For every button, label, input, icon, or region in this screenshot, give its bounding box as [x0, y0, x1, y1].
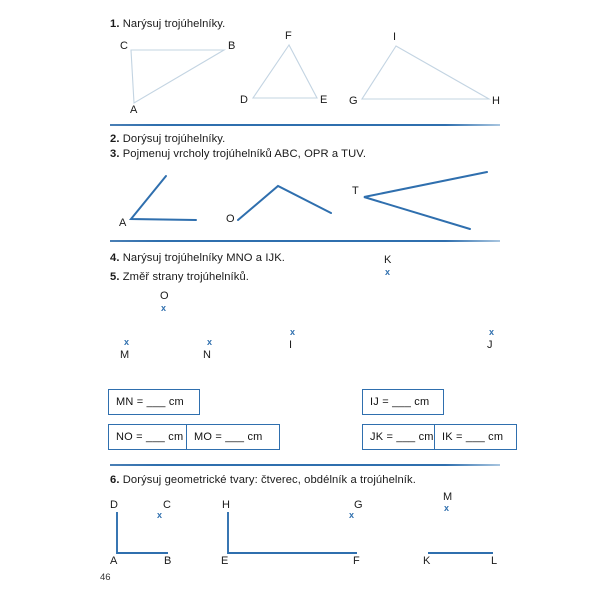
section-divider-3	[110, 464, 500, 466]
instruction-2-number: 2.	[110, 133, 120, 145]
vertex-label-h-1: H	[492, 95, 500, 107]
vertex-label-e-1: E	[320, 94, 328, 106]
point-marker-m: x	[124, 337, 130, 347]
instruction-6-number: 6.	[110, 474, 120, 486]
instruction-3: 3. Pojmenuj vrcholy trojúhelníků ABC, OP…	[110, 148, 366, 160]
vertex-label-a-3: A	[119, 217, 127, 229]
vertex-label-d-6: D	[110, 499, 118, 511]
vertex-label-i-1: I	[393, 31, 397, 43]
point-label-n: N	[203, 349, 211, 361]
instruction-1-number: 1.	[110, 18, 120, 30]
point-label-k: K	[384, 254, 392, 266]
instruction-2-text: Dorýsuj trojúhelníky.	[122, 133, 226, 145]
vertex-label-t-3: T	[352, 185, 359, 197]
vertex-label-a-6: A	[110, 555, 118, 567]
instruction-2: 2. Dorýsuj trojúhelníky.	[110, 133, 225, 145]
point-marker-k: x	[385, 267, 391, 277]
vertex-label-f-1: F	[285, 30, 292, 42]
vertex-label-d-1: D	[240, 94, 248, 106]
instruction-4-number: 4.	[110, 252, 120, 264]
vertex-label-c-6: C	[163, 499, 171, 511]
instruction-1-text: Narýsuj trojúhelníky.	[122, 18, 226, 30]
measure-box-mo[interactable]: MO = ___ cm	[186, 424, 280, 450]
point-marker-j: x	[489, 327, 495, 337]
instruction-5: 5. Změř strany trojúhelníků.	[110, 271, 249, 283]
point-marker-i: x	[290, 327, 296, 337]
vertex-label-b-6: B	[164, 555, 172, 567]
measure-box-no[interactable]: NO = ___ cm	[108, 424, 200, 450]
vertex-label-c-1: C	[120, 40, 128, 52]
point-label-m: M	[120, 349, 130, 361]
instruction-5-text: Změř strany trojúhelníků.	[122, 271, 249, 283]
instruction-1: 1. Narýsuj trojúhelníky.	[110, 18, 225, 30]
point-marker-o: x	[161, 303, 167, 313]
vertex-label-f-6: F	[353, 555, 360, 567]
vertex-label-k-6: K	[423, 555, 431, 567]
page-number: 46	[100, 572, 111, 583]
measure-box-jk[interactable]: JK = ___ cm	[362, 424, 445, 450]
section-divider-1	[110, 124, 500, 126]
measure-box-mn[interactable]: MN = ___ cm	[108, 389, 200, 415]
instruction-5-number: 5.	[110, 271, 120, 283]
point-marker-m-6: x	[444, 503, 450, 513]
instruction-3-text: Pojmenuj vrcholy trojúhelníků ABC, OPR a…	[122, 148, 367, 160]
vertex-label-e-6: E	[221, 555, 229, 567]
point-label-i: I	[289, 339, 293, 351]
vertex-label-o-3: O	[226, 213, 235, 225]
vertex-label-g-1: G	[349, 95, 358, 107]
point-label-o: O	[160, 290, 169, 302]
vertex-label-l-6: L	[491, 555, 498, 567]
vertex-label-m-6: M	[443, 491, 453, 503]
vertex-label-g-6: G	[354, 499, 363, 511]
point-marker-g-6: x	[349, 510, 355, 520]
vertex-label-h-6: H	[222, 499, 230, 511]
point-marker-c-6: x	[157, 510, 163, 520]
point-label-j: J	[487, 339, 493, 351]
instruction-3-number: 3.	[110, 148, 120, 160]
point-marker-n: x	[207, 337, 213, 347]
measure-box-ij[interactable]: IJ = ___ cm	[362, 389, 444, 415]
instruction-4: 4. Narýsuj trojúhelníky MNO a IJK.	[110, 252, 285, 264]
measure-box-ik[interactable]: IK = ___ cm	[434, 424, 517, 450]
section-divider-2	[110, 240, 500, 242]
vertex-label-a-1: A	[130, 104, 138, 116]
instruction-4-text: Narýsuj trojúhelníky MNO a IJK.	[122, 252, 286, 264]
vertex-label-b-1: B	[228, 40, 236, 52]
instruction-6: 6. Dorýsuj geometrické tvary: čtverec, o…	[110, 474, 416, 486]
instruction-6-text: Dorýsuj geometrické tvary: čtverec, obdé…	[122, 474, 416, 486]
